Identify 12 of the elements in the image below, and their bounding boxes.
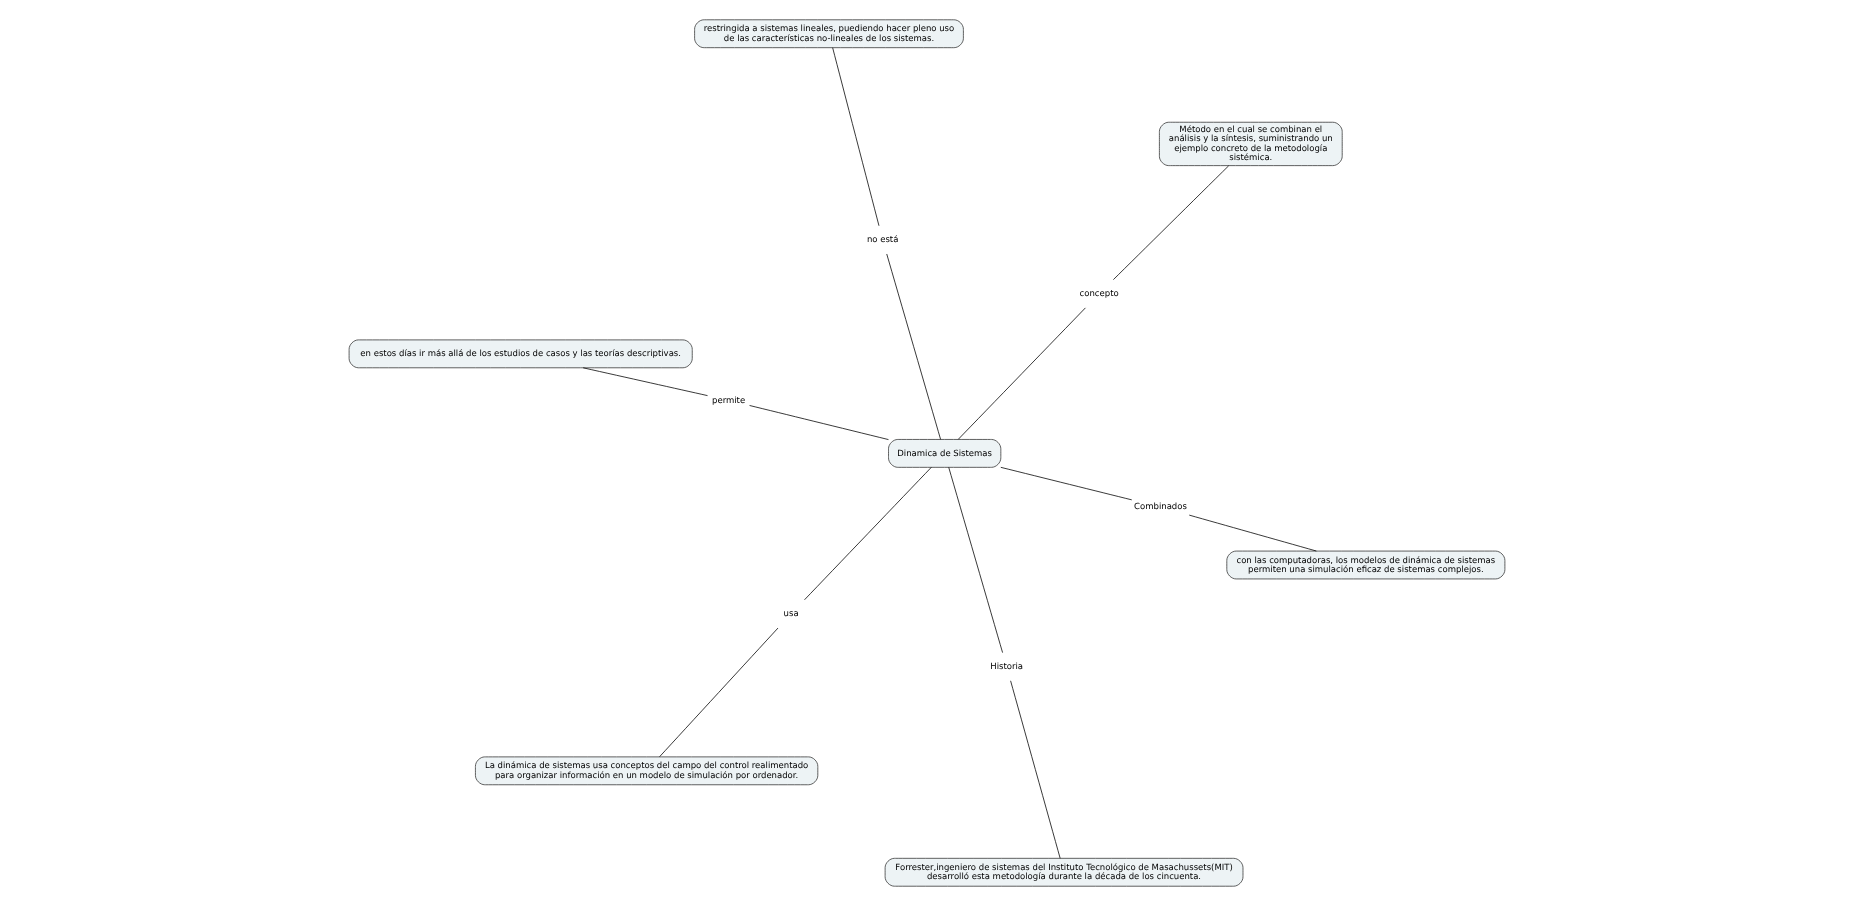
connector	[582, 367, 708, 396]
connector	[1000, 466, 1133, 501]
connector	[659, 627, 779, 758]
connector	[886, 253, 941, 440]
connector	[948, 467, 1003, 653]
connector	[1113, 165, 1230, 281]
connector	[749, 405, 889, 440]
connector	[1188, 514, 1317, 552]
connector	[804, 466, 932, 601]
connector	[832, 47, 880, 227]
connector	[958, 307, 1086, 440]
connector	[1010, 680, 1061, 859]
